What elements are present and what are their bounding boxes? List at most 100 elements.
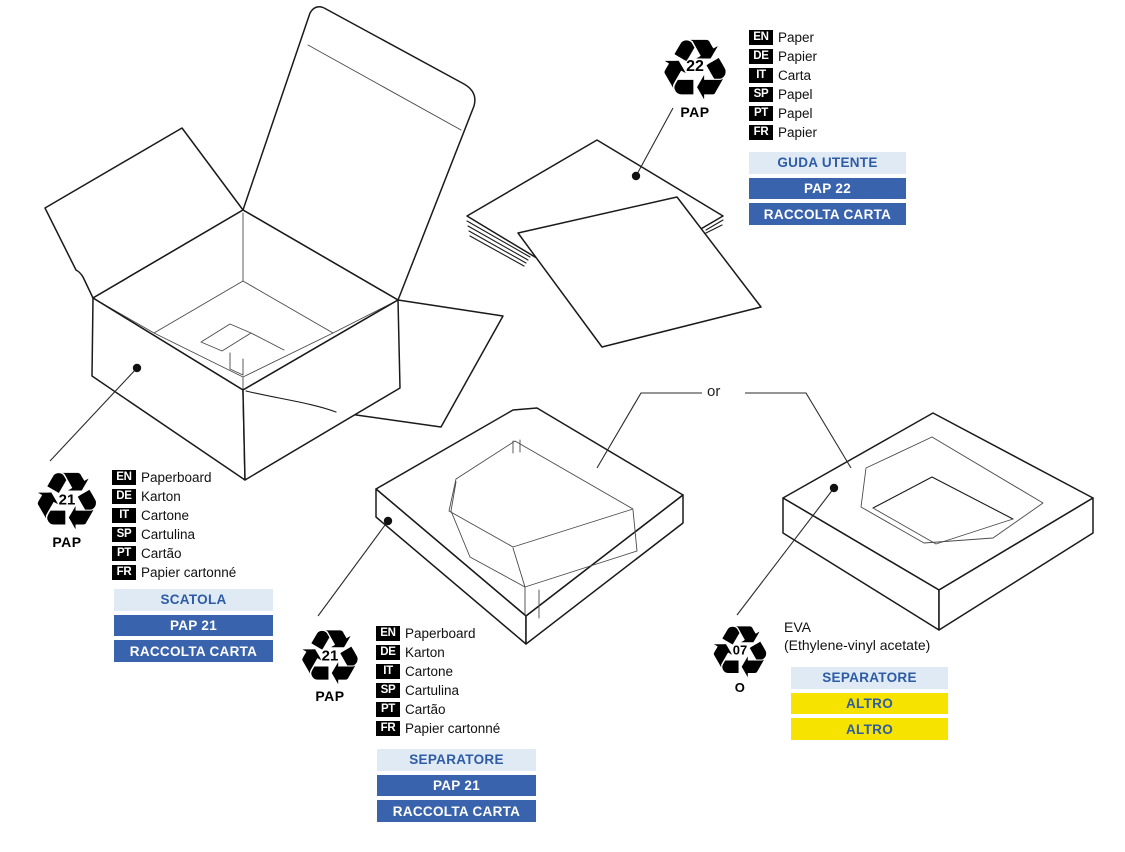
- recycling-symbol-pap21-separator: ♻ 21 PAP: [291, 613, 369, 705]
- paper-stack-drawing: [466, 139, 762, 348]
- category-label: SCATOLA: [114, 589, 273, 611]
- language-word: Cartão: [405, 702, 446, 718]
- recycling-symbol-pap22: ♻ 22 PAP: [652, 28, 738, 120]
- category-label: SEPARATORE: [377, 749, 536, 771]
- language-code-badge: FR: [112, 565, 136, 581]
- category-label: ALTRO: [791, 692, 948, 715]
- resin-code-number: 07: [732, 642, 748, 658]
- category-label: RACCOLTA CARTA: [749, 203, 906, 225]
- language-code-badge: IT: [749, 68, 773, 84]
- language-word: Paperboard: [141, 470, 212, 486]
- language-code-badge: PT: [112, 546, 136, 562]
- separator-language-list: EN Paperboard DE Karton IT Cartone SP Ca…: [376, 626, 500, 737]
- language-row: FR Papier cartonné: [112, 565, 236, 581]
- recycling-mobius-icon: ♻ 21: [295, 613, 365, 702]
- language-row: IT Carta: [749, 68, 817, 84]
- language-word: Cartone: [141, 508, 190, 524]
- category-label: SEPARATORE: [791, 667, 948, 689]
- language-word: Papier cartonné: [141, 565, 237, 581]
- separator-label-stack: SEPARATORE PAP 21 RACCOLTA CARTA: [377, 749, 536, 822]
- user-guide-label-stack: GUDA UTENTE PAP 22 RACCOLTA CARTA: [749, 152, 906, 225]
- language-row: EN Paper: [749, 30, 817, 46]
- recycling-symbol-07-eva: ♻ 07 O: [704, 616, 776, 695]
- language-code-badge: DE: [112, 489, 136, 505]
- category-label: GUDA UTENTE: [749, 152, 906, 174]
- category-label: PAP 21: [114, 614, 273, 637]
- material-code: PAP: [315, 688, 345, 704]
- box-label-stack: SCATOLA PAP 21 RACCOLTA CARTA: [114, 589, 273, 662]
- language-row: EN Paperboard: [376, 626, 500, 642]
- language-row: PT Cartão: [376, 702, 500, 718]
- open-box-drawing: [44, 6, 504, 481]
- language-row: SP Cartulina: [112, 527, 236, 543]
- language-code-badge: EN: [376, 626, 400, 642]
- or-connector-lines: [596, 392, 852, 469]
- resin-code-number: 22: [686, 58, 704, 76]
- leader-lines: [49, 107, 839, 617]
- language-row: SP Papel: [749, 87, 817, 103]
- resin-code-number: 21: [321, 647, 339, 665]
- language-word: Cartone: [405, 664, 454, 680]
- language-code-badge: PT: [376, 702, 400, 718]
- language-word: Karton: [141, 489, 181, 505]
- language-word: Karton: [405, 645, 445, 661]
- or-connector-label: or: [707, 383, 721, 400]
- language-code-badge: EN: [112, 470, 136, 486]
- language-row: IT Cartone: [376, 664, 500, 680]
- language-row: DE Karton: [112, 489, 236, 505]
- language-word: Papel: [778, 106, 813, 122]
- language-row: PT Papel: [749, 106, 817, 122]
- language-code-badge: FR: [376, 721, 400, 737]
- material-description: (Ethylene-vinyl acetate): [784, 636, 931, 653]
- resin-code-number: 21: [58, 491, 76, 509]
- language-row: IT Cartone: [112, 508, 236, 524]
- paperboard-tray-drawing: [375, 407, 684, 645]
- language-word: Papel: [778, 87, 813, 103]
- recycling-symbol-pap21-box: ♻ 21 PAP: [26, 455, 108, 551]
- language-word: Papier: [778, 125, 818, 141]
- language-row: DE Karton: [376, 645, 500, 661]
- language-row: FR Papier cartonné: [376, 721, 500, 737]
- language-code-badge: IT: [112, 508, 136, 524]
- language-word: Cartulina: [141, 527, 196, 543]
- language-code-badge: PT: [749, 106, 773, 122]
- language-row: SP Cartulina: [376, 683, 500, 699]
- material-name: EVA: [784, 619, 811, 635]
- language-code-badge: SP: [749, 87, 773, 103]
- material-code: PAP: [52, 534, 82, 550]
- language-word: Paper: [778, 30, 815, 46]
- category-label: RACCOLTA CARTA: [114, 640, 273, 662]
- language-code-badge: DE: [749, 49, 773, 65]
- language-row: EN Paperboard: [112, 470, 236, 486]
- language-code-badge: EN: [749, 30, 773, 46]
- language-code-badge: SP: [376, 683, 400, 699]
- language-word: Cartulina: [405, 683, 460, 699]
- recycling-mobius-icon: ♻ 22: [657, 21, 733, 119]
- language-row: PT Cartão: [112, 546, 236, 562]
- language-word: Paperboard: [405, 626, 476, 642]
- category-label: RACCOLTA CARTA: [377, 800, 536, 822]
- language-code-badge: IT: [376, 664, 400, 680]
- language-word: Papier: [778, 49, 818, 65]
- recycling-mobius-icon: ♻ 07: [707, 610, 773, 694]
- eva-tray-drawing: [782, 412, 1094, 631]
- language-word: Carta: [778, 68, 812, 84]
- user-guide-language-list: EN Paper DE Papier IT Carta SP Papel PT …: [749, 30, 817, 141]
- box-language-list: EN Paperboard DE Karton IT Cartone SP Ca…: [112, 470, 236, 581]
- language-code-badge: FR: [749, 125, 773, 141]
- language-row: FR Papier: [749, 125, 817, 141]
- category-label: PAP 22: [749, 177, 906, 200]
- language-row: DE Papier: [749, 49, 817, 65]
- language-code-badge: DE: [376, 645, 400, 661]
- material-code: PAP: [680, 104, 710, 120]
- eva-label-stack: SEPARATORE ALTRO ALTRO: [791, 667, 948, 740]
- recycling-mobius-icon: ♻ 21: [31, 455, 103, 548]
- language-word: Cartão: [141, 546, 182, 562]
- language-code-badge: SP: [112, 527, 136, 543]
- language-word: Papier cartonné: [405, 721, 501, 737]
- material-code: O: [734, 680, 746, 695]
- category-label: ALTRO: [791, 718, 948, 740]
- category-label: PAP 21: [377, 774, 536, 797]
